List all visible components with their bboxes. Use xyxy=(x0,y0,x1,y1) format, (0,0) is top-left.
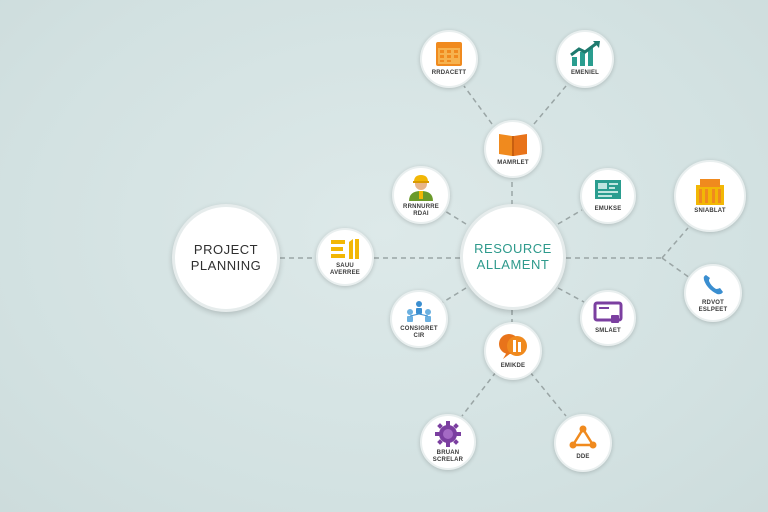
edge-split-phone xyxy=(661,257,691,279)
edge-book-calendar xyxy=(463,85,493,125)
worker-node[interactable]: RRNNURRE RDAI xyxy=(392,166,450,224)
growth-label: EMENIEL xyxy=(570,70,600,76)
resource-allament-label-1: RESOURCE xyxy=(474,241,552,256)
edge-chat-gear xyxy=(461,371,497,417)
project-planning-label-1: PROJECT xyxy=(193,242,259,257)
display-icon xyxy=(595,180,621,199)
team-label-1: CONSIGRET xyxy=(400,325,438,332)
team-label-2: CIR xyxy=(413,332,425,339)
edge-resource-team xyxy=(439,287,467,305)
chat-node[interactable]: EMIKDE xyxy=(484,322,542,380)
building-icon xyxy=(696,179,724,205)
gear-icon xyxy=(435,420,461,447)
team-icon xyxy=(407,300,431,322)
edge-book-growth xyxy=(533,85,567,125)
team-node[interactable]: CONSIGRET CIR xyxy=(390,290,448,348)
book-node[interactable]: MAMRLET xyxy=(484,120,542,178)
worker-label-1: RRNNURRE xyxy=(403,203,439,210)
edge-resource-display xyxy=(557,209,583,225)
network-node[interactable]: DDE xyxy=(554,414,612,472)
gear-label-1: BRUAN xyxy=(436,449,460,456)
gear-node[interactable]: BRUAN SCRELAR xyxy=(420,414,476,470)
project-planning-node[interactable]: PROJECT PLANNING xyxy=(172,204,280,312)
display-node[interactable]: EMUKSE xyxy=(580,168,636,224)
building-label: SNIABLAT xyxy=(694,208,726,214)
bars-label-2: AVERREE xyxy=(330,269,360,276)
phone-node[interactable]: RDVOT ESLPEET xyxy=(684,264,742,322)
book-label: MAMRLET xyxy=(497,160,529,166)
worker-label-2: RDAI xyxy=(413,210,429,217)
resource-allament-label-2: ALLAMENT xyxy=(476,257,550,272)
phone-label-1: RDVOT xyxy=(702,299,724,306)
edge-split-building xyxy=(661,227,689,259)
chat-bubble-icon xyxy=(499,334,527,359)
resource-allament-node[interactable]: RESOURCE ALLAMENT xyxy=(460,204,566,310)
network-icon xyxy=(569,425,597,449)
monitor-icon xyxy=(593,301,623,323)
monitor-label: SMLAET xyxy=(595,328,621,334)
bars-label-1: SAUU xyxy=(336,262,354,269)
chat-label: EMIKDE xyxy=(500,363,526,369)
calendar-label: RRDACETT xyxy=(431,70,467,76)
worker-icon xyxy=(409,174,433,201)
calendar-icon xyxy=(436,42,462,66)
growth-chart-icon xyxy=(570,41,600,66)
gear-label-2: SCRELAR xyxy=(432,456,464,463)
monitor-node[interactable]: SMLAET xyxy=(580,290,636,346)
bar-gauge-icon xyxy=(331,238,359,259)
edge-resource-monitor xyxy=(557,287,585,303)
project-planning-label-2: PLANNING xyxy=(190,258,262,273)
edge-chat-network xyxy=(529,371,567,417)
phone-label-2: ESLPEET xyxy=(698,306,728,313)
building-node[interactable]: SNIABLAT xyxy=(674,160,746,232)
network-label: DDE xyxy=(576,454,590,460)
growth-node[interactable]: EMENIEL xyxy=(556,30,614,88)
bars-node[interactable]: SAUU AVERREE xyxy=(316,228,374,286)
phone-icon xyxy=(703,274,723,294)
display-label: EMUKSE xyxy=(594,206,622,212)
book-icon xyxy=(499,134,527,156)
calendar-node[interactable]: RRDACETT xyxy=(420,30,478,88)
